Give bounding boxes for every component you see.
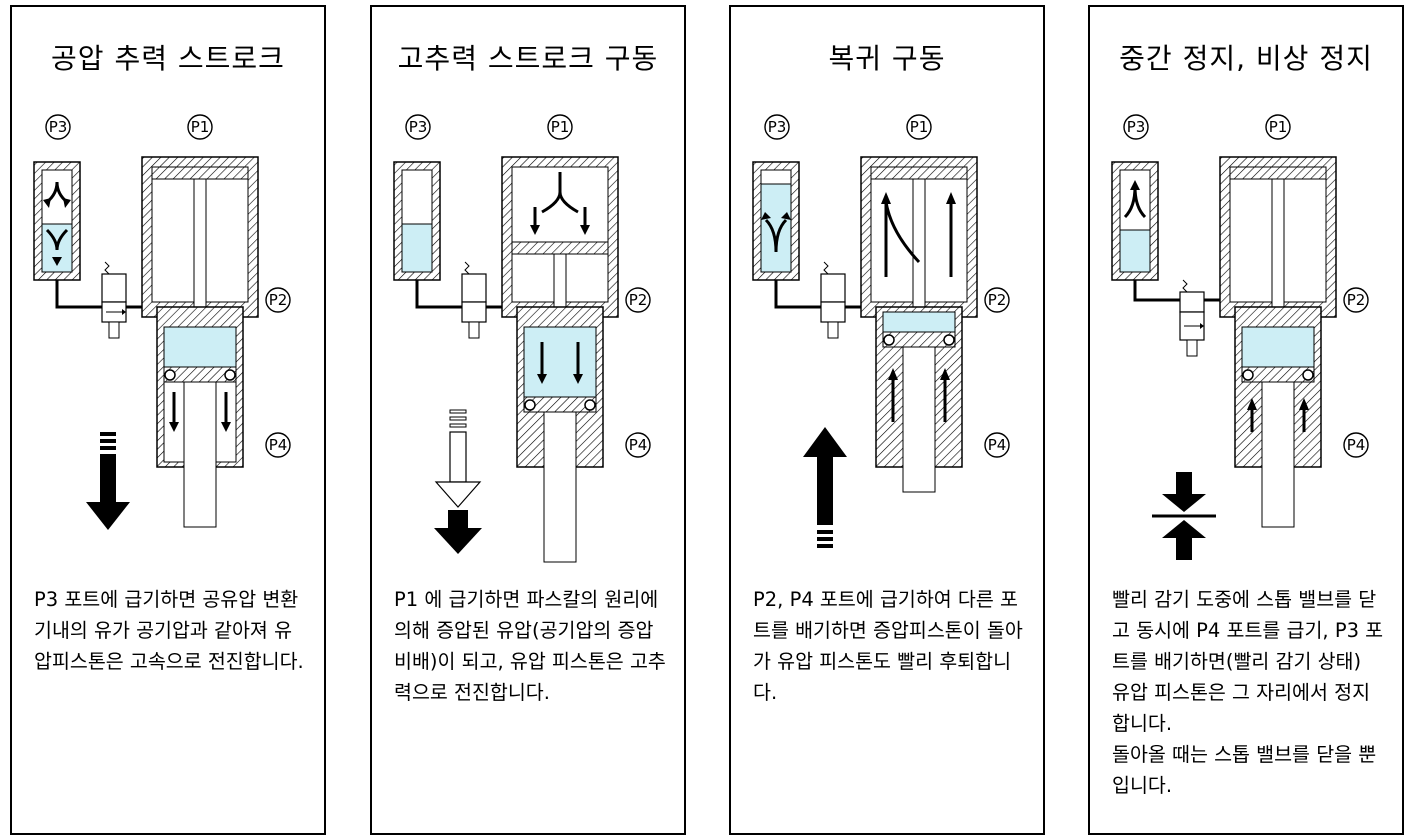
stop-valve [774,261,861,339]
svg-text:P4: P4 [269,436,288,454]
port-p1-label: P1 [1265,114,1291,140]
oil-converter-tank [393,161,441,281]
motion-arrow-up [803,427,847,548]
motion-arrow-down [434,409,482,554]
stop-valve [415,261,502,339]
port-p3-label: P3 [1123,114,1149,140]
svg-text:P3: P3 [49,118,68,136]
stop-valve [1133,279,1220,357]
svg-text:P4: P4 [629,436,648,454]
hydraulic-cylinder [860,156,978,493]
svg-text:P2: P2 [629,291,648,309]
port-p3-label: P3 [764,114,790,140]
port-p4-label: P4 [625,432,651,458]
panel-intermediate-stop: 중간 정지, 비상 정지 P3 P1 P2 P4 [1088,5,1404,835]
cylinder-diagram: P3 P1 P2 P4 [33,114,291,530]
hydraulic-cylinder [501,156,619,563]
svg-text:P1: P1 [551,118,570,136]
oil-converter-tank [1111,161,1159,281]
stop-symbol-icon [1152,472,1216,560]
svg-text:P4: P4 [1347,436,1366,454]
svg-text:P1: P1 [910,118,929,136]
stop-valve [55,261,142,339]
port-p1-label: P1 [547,114,573,140]
panel-title: 공압 추력 스트로크 [51,42,285,75]
hydraulic-cylinder [1219,156,1337,528]
port-p2-label: P2 [1343,287,1369,313]
port-p4-label: P4 [265,432,291,458]
svg-text:P3: P3 [768,118,787,136]
port-p2-label: P2 [984,287,1010,313]
cylinder-diagram: P3 P1 P2 P4 [752,114,1010,548]
svg-text:P3: P3 [1127,118,1146,136]
port-p2-label: P2 [625,287,651,313]
panel-title: 중간 정지, 비상 정지 [1119,42,1373,75]
port-p4-label: P4 [984,432,1010,458]
cylinder-diagram: P3 P1 P2 P4 [1111,114,1369,560]
panel-title: 복귀 구동 [828,42,946,75]
port-p1-label: P1 [906,114,932,140]
hydraulic-cylinder [141,156,259,528]
panel-title: 고추력 스트로크 구동 [397,42,659,75]
oil-converter-tank [33,161,81,281]
cylinder-diagram: P3 P1 P2 P4 [393,114,651,563]
motion-arrow-down [86,432,130,530]
svg-text:P2: P2 [269,291,288,309]
panel-description: 빨리 감기 도중에 스톱 밸브를 닫고 동시에 P4 포트를 급기, P3 포트… [1112,588,1384,797]
panel-description: P3 포트에 급기하면 공유압 변환기내의 유가 공기압과 같아져 유압피스톤은… [34,588,304,673]
port-p3-label: P3 [405,114,431,140]
svg-text:P1: P1 [1269,118,1288,136]
oil-converter-tank [752,161,800,281]
panel-description: P1 에 급기하면 파스칼의 원리에 의해 증압된 유압(공기압의 증압비배)이… [394,588,666,704]
panel-pneumatic-stroke: 공압 추력 스트로크 P3 P1 P2 P4 [10,5,326,835]
svg-text:P2: P2 [1347,291,1366,309]
port-p1-label: P1 [187,114,213,140]
panel-description: P2, P4 포트에 급기하여 다른 포트를 배기하면 증압피스톤이 돌아가 유… [753,588,1023,704]
port-p3-label: P3 [45,114,71,140]
port-p4-label: P4 [1343,432,1369,458]
panel-return-stroke: 복귀 구동 P3 P1 P2 P4 [729,5,1045,835]
svg-text:P2: P2 [988,291,1007,309]
svg-text:P1: P1 [191,118,210,136]
panel-high-force-stroke: 고추력 스트로크 구동 P3 P1 P2 P4 [370,5,686,835]
port-p2-label: P2 [265,287,291,313]
svg-text:P3: P3 [409,118,428,136]
svg-text:P4: P4 [988,436,1007,454]
